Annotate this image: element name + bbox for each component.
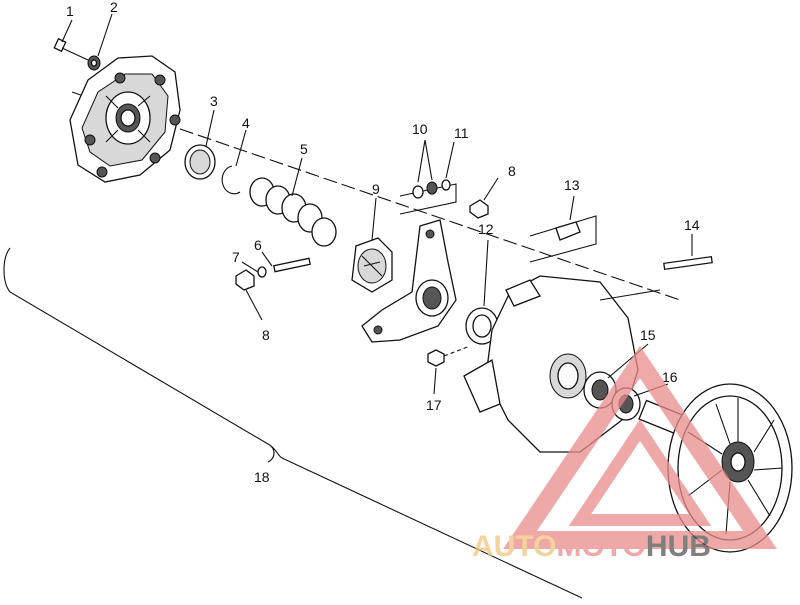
part-3-bushing (184, 144, 216, 180)
label-16: 16 (662, 369, 678, 385)
label-2: 2 (110, 0, 118, 15)
watermark-text-hub: HUB (646, 530, 711, 563)
part-8-nut-right (469, 177, 499, 219)
label-4: 4 (242, 115, 250, 131)
label-15: 15 (640, 327, 656, 343)
cam-arm-bracket (361, 219, 457, 343)
label-8-right: 8 (508, 163, 516, 179)
part-2-washer (87, 55, 101, 71)
watermark-logo: AUTOMOTOHUB (472, 345, 777, 563)
label-5: 5 (300, 141, 308, 157)
part-10-11-washers (399, 139, 457, 215)
leader-lines (61, 13, 669, 397)
label-8-left: 8 (262, 327, 270, 343)
watermark-triangle-outer (503, 345, 777, 549)
label-10: 10 (412, 121, 428, 137)
label-17: 17 (426, 397, 442, 413)
watermark-text-moto: MOTO (556, 530, 645, 563)
cover-plate (69, 55, 181, 183)
watermark-text-auto: AUTO (472, 530, 556, 563)
part-1-bolt (53, 37, 89, 61)
part-17-nut (427, 345, 471, 367)
part-13-weight (529, 195, 597, 263)
part-4-snap-ring (221, 165, 241, 195)
label-18: 18 (254, 469, 270, 485)
assembly-bracket-18 (3, 247, 583, 599)
label-11: 11 (454, 125, 469, 141)
part-14-pin (663, 234, 713, 271)
label-3: 3 (210, 93, 218, 109)
label-1: 1 (66, 3, 74, 19)
label-7: 7 (232, 249, 240, 265)
svg-text:AUTOMOTOHUB: AUTOMOTOHUB (472, 530, 711, 563)
part-6-pin (272, 257, 312, 273)
label-6: 6 (254, 237, 262, 253)
watermark-triangle-inner (568, 419, 712, 526)
part-5-spring (249, 177, 337, 247)
label-13: 13 (564, 177, 580, 193)
label-9: 9 (372, 181, 380, 197)
label-14: 14 (684, 217, 700, 233)
label-12: 12 (478, 221, 494, 237)
part-12-washer (465, 239, 499, 345)
part-9-spider (351, 237, 393, 293)
part-7-washer (257, 266, 267, 278)
part-8-nut-left (235, 269, 255, 291)
